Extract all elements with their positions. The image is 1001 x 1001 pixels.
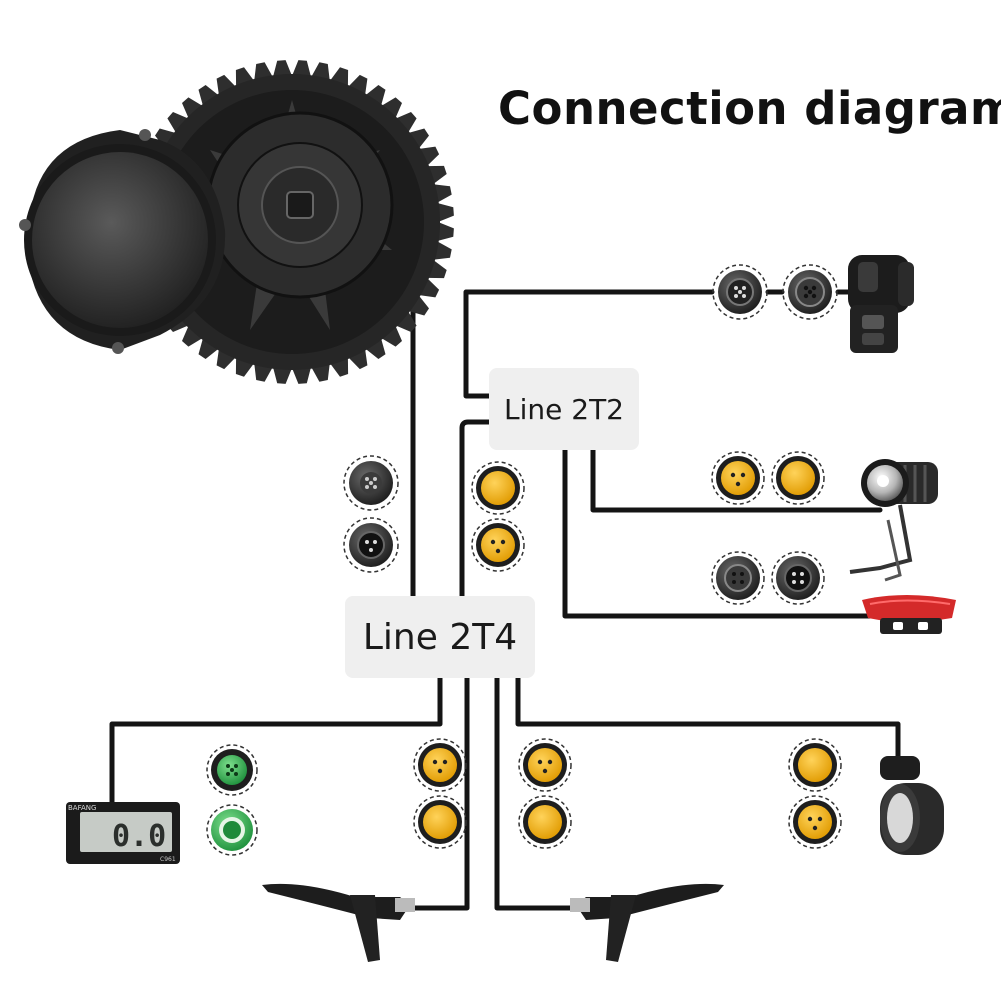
brake-lever-icon [570,883,724,962]
throttle-icon [880,756,944,855]
tail-light-icon [862,595,956,634]
wire-2t2-switch [463,289,715,399]
connector-icon [518,795,572,849]
connector-icon [771,551,825,605]
wire-2t4-display [109,675,443,807]
display-brand: BAFANG [68,804,96,812]
connector-icon [711,551,765,605]
headlight-icon [849,459,938,582]
connector-icon [206,804,258,856]
mid-drive-motor-icon [19,60,454,384]
connector-icon [471,461,525,515]
wire-2t4-to-2t2 [459,419,493,601]
label-line-2t4: Line 2T4 [345,596,535,678]
connector-icon [788,795,842,849]
wire-2t4-throttle [515,675,901,761]
display-digits: 0.0 [112,819,166,854]
connector-icon [771,451,825,505]
diagram-title: Connection diagram [498,82,1001,135]
brake-lever-icon [262,883,415,962]
label-line-2t2: Line 2T2 [489,368,639,450]
connector-icon [343,517,399,573]
connector-icon [518,738,572,792]
connector-icon [343,455,399,511]
wire-2t2-headlight [590,447,883,513]
connector-icon [471,518,525,572]
display-icon: BAFANG 0.0 C961 [66,802,180,864]
connector-icon [413,795,467,849]
wire-2t2-taillight [562,447,873,619]
wires [109,265,901,911]
connector-icon [782,264,838,320]
connector-icon [413,738,467,792]
connector-icon [788,738,842,792]
connector-icon [712,264,768,320]
connector-icon [206,744,258,796]
handlebar-switch-icon [848,255,914,353]
wire-2t4-left-brake [409,675,470,911]
display-model: C961 [160,856,176,863]
connector-icon [711,451,765,505]
connectors [206,264,842,856]
wire-2t4-right-brake [494,675,573,911]
